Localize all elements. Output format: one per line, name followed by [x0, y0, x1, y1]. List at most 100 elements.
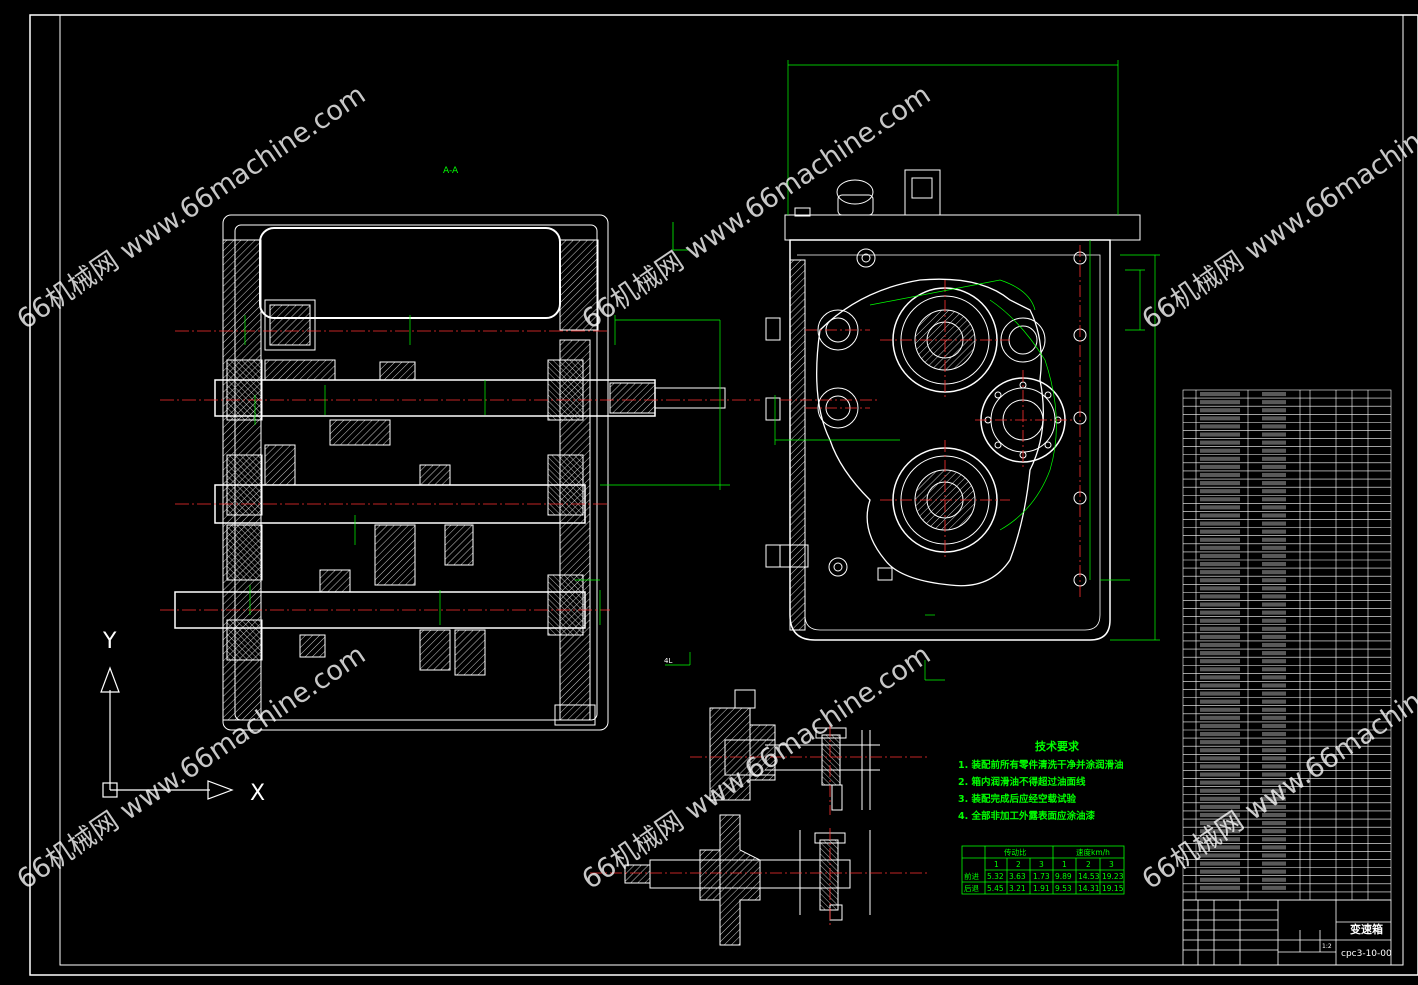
table-cell: 1.91 [1033, 884, 1050, 893]
parts-list-cell-mark [1200, 408, 1240, 413]
tech-requirement-2: 2. 箱内润滑油不得超过油面线 [958, 776, 1086, 788]
parts-list-cell-mark [1262, 837, 1286, 842]
parts-list-cell-mark [1200, 489, 1240, 494]
table-cell: 14.53 [1078, 872, 1100, 881]
table-cell: 9.89 [1055, 872, 1072, 881]
title-block-title: 变速箱 [1350, 922, 1383, 936]
parts-list-cell-mark [1262, 732, 1286, 737]
parts-list-cell-mark [1200, 570, 1240, 575]
parts-list-cell-mark [1200, 837, 1240, 842]
parts-list-cell-mark [1200, 740, 1240, 745]
parts-list-cell-mark [1200, 529, 1240, 534]
parts-list-cell-mark [1200, 440, 1240, 445]
parts-list-cell-mark [1200, 707, 1240, 712]
parts-list-cell-mark [1200, 772, 1240, 777]
detail-centerlines [590, 725, 930, 925]
view-marker: 4L [664, 657, 672, 665]
axis-y-label: Y [102, 629, 117, 654]
parts-list-cell-mark [1200, 788, 1240, 793]
parts-list-cell-mark [1200, 545, 1240, 550]
parts-list-cell-mark [1200, 667, 1240, 672]
parts-list-cell-mark [1262, 667, 1286, 672]
parts-list-cell-mark [1262, 562, 1286, 567]
detail-view-lower [624, 814, 871, 946]
parts-list-cell-mark [1262, 634, 1286, 639]
parts-list-cell-mark [1262, 521, 1286, 526]
tech-requirement-4: 4. 全部非加工外露表面应涂油漆 [958, 810, 1096, 822]
parts-list-cell-mark [1262, 594, 1286, 599]
parts-list-cell-mark [1262, 780, 1286, 785]
parts-list-cell-mark [1200, 400, 1240, 405]
parts-list-cell-mark [1200, 877, 1240, 882]
parts-list-cell-mark [1200, 481, 1240, 486]
centerlines-right [780, 245, 1081, 600]
parts-list-cell-mark [1200, 675, 1240, 680]
axis-x-label: X [250, 781, 265, 806]
parts-list-cell-mark [1262, 602, 1286, 607]
parts-list-cell-mark [1262, 691, 1286, 696]
table-row-label: 前进 [964, 871, 979, 881]
dimensions-left [244, 315, 730, 625]
parts-list-cell-mark [1200, 626, 1240, 631]
table-cell: 9.53 [1055, 884, 1072, 893]
parts-list-cell-mark [1262, 505, 1286, 510]
parts-list-cell-mark [1262, 764, 1286, 769]
parts-list-cell-mark [1200, 448, 1240, 453]
parts-list-cell-mark [1200, 691, 1240, 696]
parts-list-cell-mark [1262, 804, 1286, 809]
ucs-axis-icon [100, 666, 234, 800]
watermark-2: 66机械网 www.66machine.com [577, 79, 937, 336]
table-gear-h5: 2 [1086, 860, 1091, 869]
tech-requirement-1: 1. 装配前所有零件清洗干净并涂润滑油 [958, 759, 1124, 771]
parts-list-cell-mark [1262, 424, 1286, 429]
table-cell: 14.31 [1078, 884, 1100, 893]
sectional-view-left [174, 214, 726, 731]
parts-list-cell-mark [1262, 707, 1286, 712]
parts-list-cell-mark [1200, 424, 1240, 429]
parts-list-cell-mark [1262, 756, 1286, 761]
parts-list-cell-mark [1262, 513, 1286, 518]
watermark-4: 66机械网 www.66machine.com [12, 639, 372, 896]
parts-list-cell-mark [1262, 626, 1286, 631]
table-cell: 3.63 [1009, 872, 1026, 881]
parts-list-cell-mark [1200, 610, 1240, 615]
section-label: A-A [443, 166, 459, 176]
parts-list-cell-mark [1200, 715, 1240, 720]
parts-list-cell-mark [1200, 472, 1240, 478]
parts-list-cell-mark [1262, 400, 1286, 405]
parts-list-cell-mark [1262, 869, 1286, 874]
table-cell: 5.32 [987, 872, 1004, 881]
table-group-ratio: 传动比 [1004, 847, 1027, 857]
parts-list-cell-mark [1262, 748, 1286, 753]
parts-list-cell-mark [1262, 578, 1286, 583]
parts-list-cell-mark [1200, 464, 1240, 469]
parts-list-cell-mark [1200, 885, 1240, 890]
parts-list-cell-mark [1200, 586, 1240, 591]
parts-list-cell-mark [1262, 416, 1286, 421]
parts-list-cell-mark [1200, 513, 1240, 518]
title-block-scale: 1:2 [1322, 943, 1332, 950]
parts-list-cell-mark [1200, 853, 1240, 858]
parts-list-cell-mark [1262, 651, 1286, 656]
centerlines-left [160, 330, 760, 611]
parts-list-cell-mark [1200, 456, 1240, 461]
parts-list-cell-mark [1262, 675, 1286, 680]
parts-list-cell-mark [1262, 553, 1286, 558]
parts-list-cell-mark [1262, 456, 1286, 461]
parts-list-cell-mark [1262, 570, 1286, 575]
parts-list-cell-mark [1200, 634, 1240, 639]
watermark-5: 66机械网 www.66machine.com [577, 639, 937, 896]
title-block-drawing-number: cpc3-10-00 [1341, 949, 1392, 959]
parts-list-cell-mark [1200, 796, 1240, 801]
parts-list-cell-mark [1262, 683, 1286, 688]
parts-list-cell-mark [1200, 392, 1240, 397]
parts-list-cell-mark [1262, 699, 1286, 704]
parts-list-cell-mark [1200, 602, 1240, 607]
dimensions-right [665, 60, 1160, 681]
parts-list-cell-mark [1200, 562, 1240, 567]
parts-list-cell-mark [1262, 821, 1286, 826]
parts-list-cell-mark [1262, 472, 1286, 478]
table-cell: 19.23 [1102, 872, 1124, 881]
parts-list-cell-mark [1262, 853, 1286, 858]
